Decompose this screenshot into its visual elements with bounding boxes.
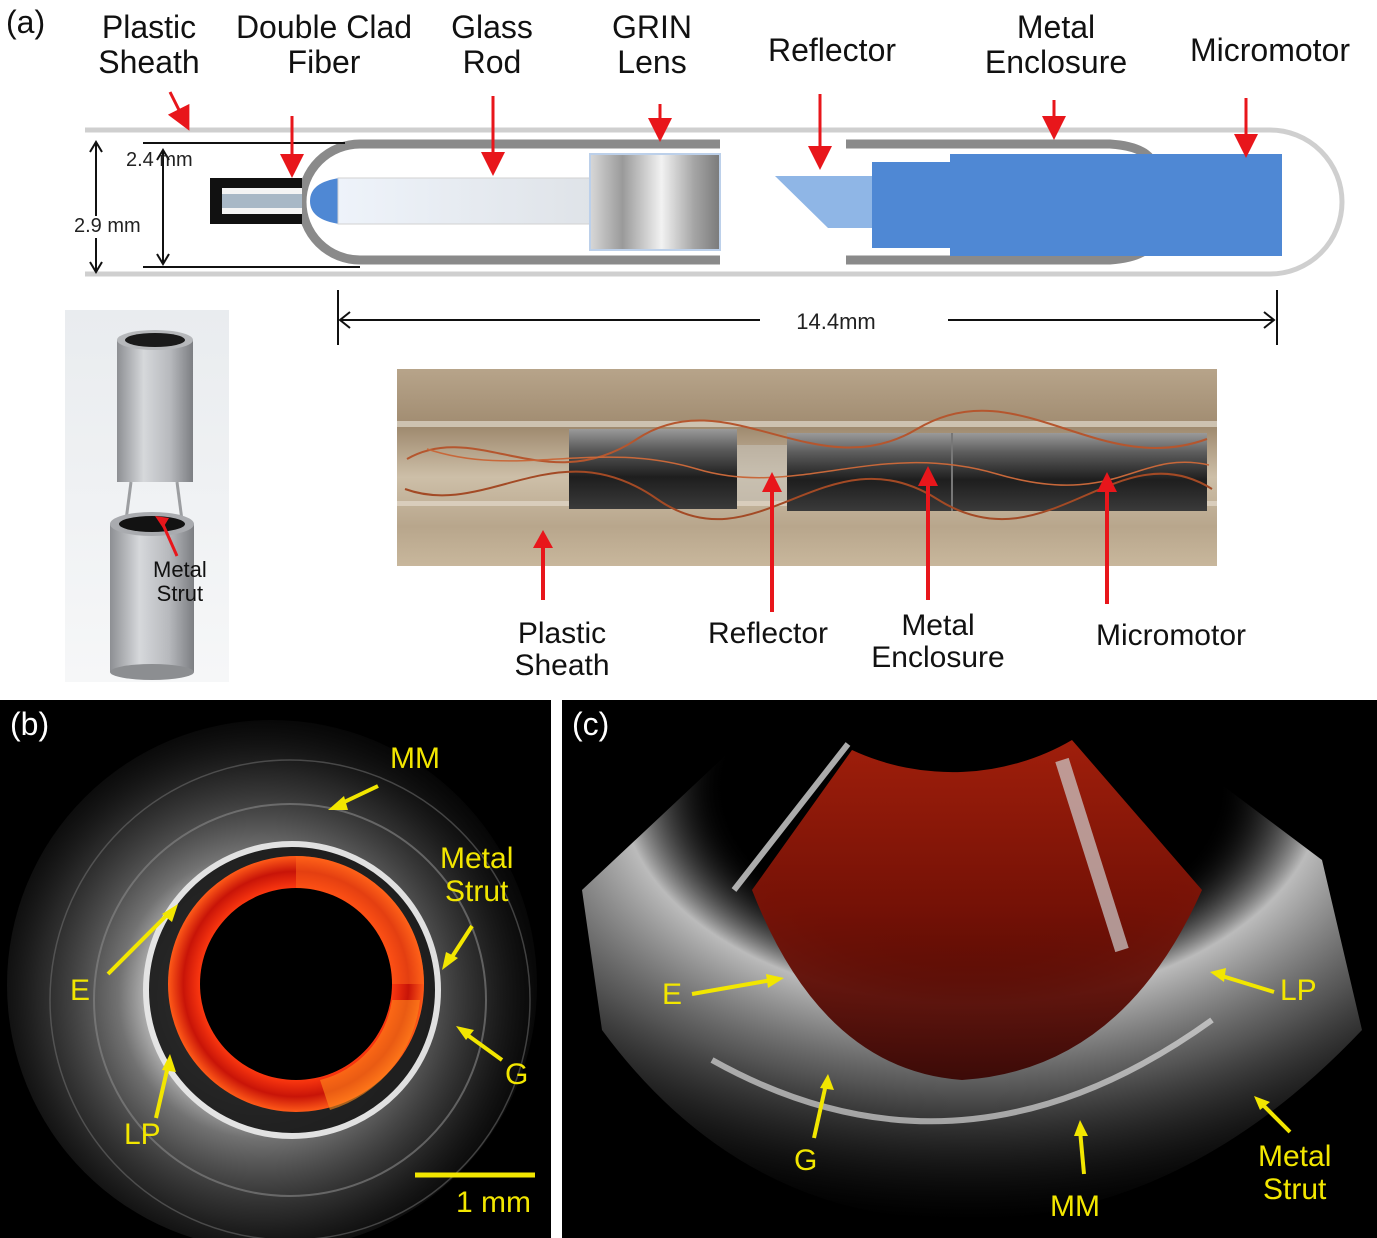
- label-plastic-sheath-line2: Sheath: [98, 43, 200, 80]
- label-reflector: Reflector: [767, 32, 897, 68]
- photo-label-plastic-sheath: Plastic Sheath: [500, 617, 624, 683]
- panel-c-label-g: G: [794, 1144, 818, 1177]
- photo-label-micromotor: Micromotor: [1095, 619, 1246, 652]
- panel-b-label-e: E: [70, 974, 91, 1007]
- panel-c: (c) E LP G MM Metal Strut: [562, 700, 1377, 1238]
- dimension-inner: 2.4 mm: [126, 149, 193, 171]
- strut-photo-label-line1: Metal: [153, 557, 207, 582]
- panel-b-tag: (b): [10, 706, 50, 742]
- panel-c-strut-line2: Strut: [1263, 1173, 1327, 1206]
- panel-b-label-g: G: [505, 1058, 529, 1091]
- label-enclosure-line2: Enclosure: [984, 43, 1128, 80]
- panel-c-tag: (c): [572, 706, 610, 742]
- panel-c-label-e: E: [662, 978, 683, 1011]
- panel-b-label-metal-strut: Metal Strut: [440, 842, 513, 908]
- metal-strut-photo: Metal Strut: [65, 310, 229, 682]
- panel-b-scale-bar-label: 1 mm: [456, 1186, 531, 1219]
- panel-a-tag: (a): [6, 4, 46, 40]
- label-plastic-sheath: Plastic Sheath: [88, 10, 210, 79]
- probe-photo-arrows: [533, 466, 1117, 612]
- label-fiber-line2: Fiber: [287, 43, 361, 80]
- panel-b-label-mm: MM: [390, 742, 440, 775]
- panel-c-label-lp: LP: [1280, 974, 1317, 1007]
- panel-c-strut-line1: Metal: [1258, 1140, 1332, 1173]
- label-metal-enclosure: Metal Enclosure: [966, 10, 1146, 79]
- panel-c-label-mm: MM: [1050, 1190, 1100, 1223]
- label-enclosure-line1: Metal: [1016, 9, 1096, 45]
- enclosure-left: [297, 139, 720, 265]
- probe-schematic: [85, 91, 1345, 345]
- probe-photo-drawing: [397, 409, 1217, 521]
- label-micromotor: Micromotor: [1189, 32, 1350, 68]
- photo-label-enclosure-line1: Metal: [901, 609, 975, 642]
- plastic-sheath-outline: [85, 127, 1345, 277]
- dimension-length: 14.4mm: [796, 309, 876, 334]
- label-double-clad-fiber: Double Clad Fiber: [218, 10, 430, 79]
- label-plastic-sheath-line1: Plastic: [101, 9, 197, 45]
- label-glass-rod: Glass Rod: [440, 10, 544, 79]
- photo-label-reflector: Reflector: [707, 617, 829, 650]
- panel-b: (b) MM Metal Strut E G LP 1 mm: [0, 700, 551, 1238]
- strut-photo-drawing: [110, 330, 194, 680]
- micromotor-body: [950, 154, 1282, 256]
- glass-rod: [337, 177, 593, 225]
- panel-b-strut-line2: Strut: [445, 875, 509, 908]
- photo-label-metal-enclosure: Metal Enclosure: [852, 609, 1024, 675]
- reflector-shape: [775, 176, 872, 228]
- photo-label-sheath-line2: Sheath: [514, 649, 610, 683]
- panel-b-oct-image: [7, 720, 537, 1238]
- label-rod-line2: Rod: [462, 43, 522, 80]
- panel-c-3d-render: [582, 740, 1362, 1220]
- label-fiber-line1: Double Clad: [235, 9, 413, 45]
- panel-b-label-lp: LP: [124, 1118, 161, 1151]
- grin-lens: [589, 153, 721, 251]
- label-rod-line1: Glass: [451, 9, 533, 45]
- fiber-tip: [310, 178, 340, 224]
- strut-photo-label-line2: Strut: [156, 580, 204, 606]
- micromotor-small: [872, 162, 952, 248]
- panel-c-label-metal-strut: Metal Strut: [1258, 1140, 1331, 1206]
- dimension-outer: 2.9 mm: [74, 215, 141, 238]
- label-grin-line1: GRIN: [612, 9, 692, 45]
- label-grin-line2: Lens: [617, 43, 687, 80]
- label-grin-lens: GRIN Lens: [600, 10, 704, 79]
- photo-label-sheath-line1: Plastic: [517, 617, 607, 650]
- photo-label-enclosure-line2: Enclosure: [871, 641, 1005, 675]
- strut-photo-label: Metal Strut: [153, 558, 207, 606]
- panel-b-strut-line1: Metal: [440, 842, 514, 875]
- probe-photo: [397, 369, 1217, 566]
